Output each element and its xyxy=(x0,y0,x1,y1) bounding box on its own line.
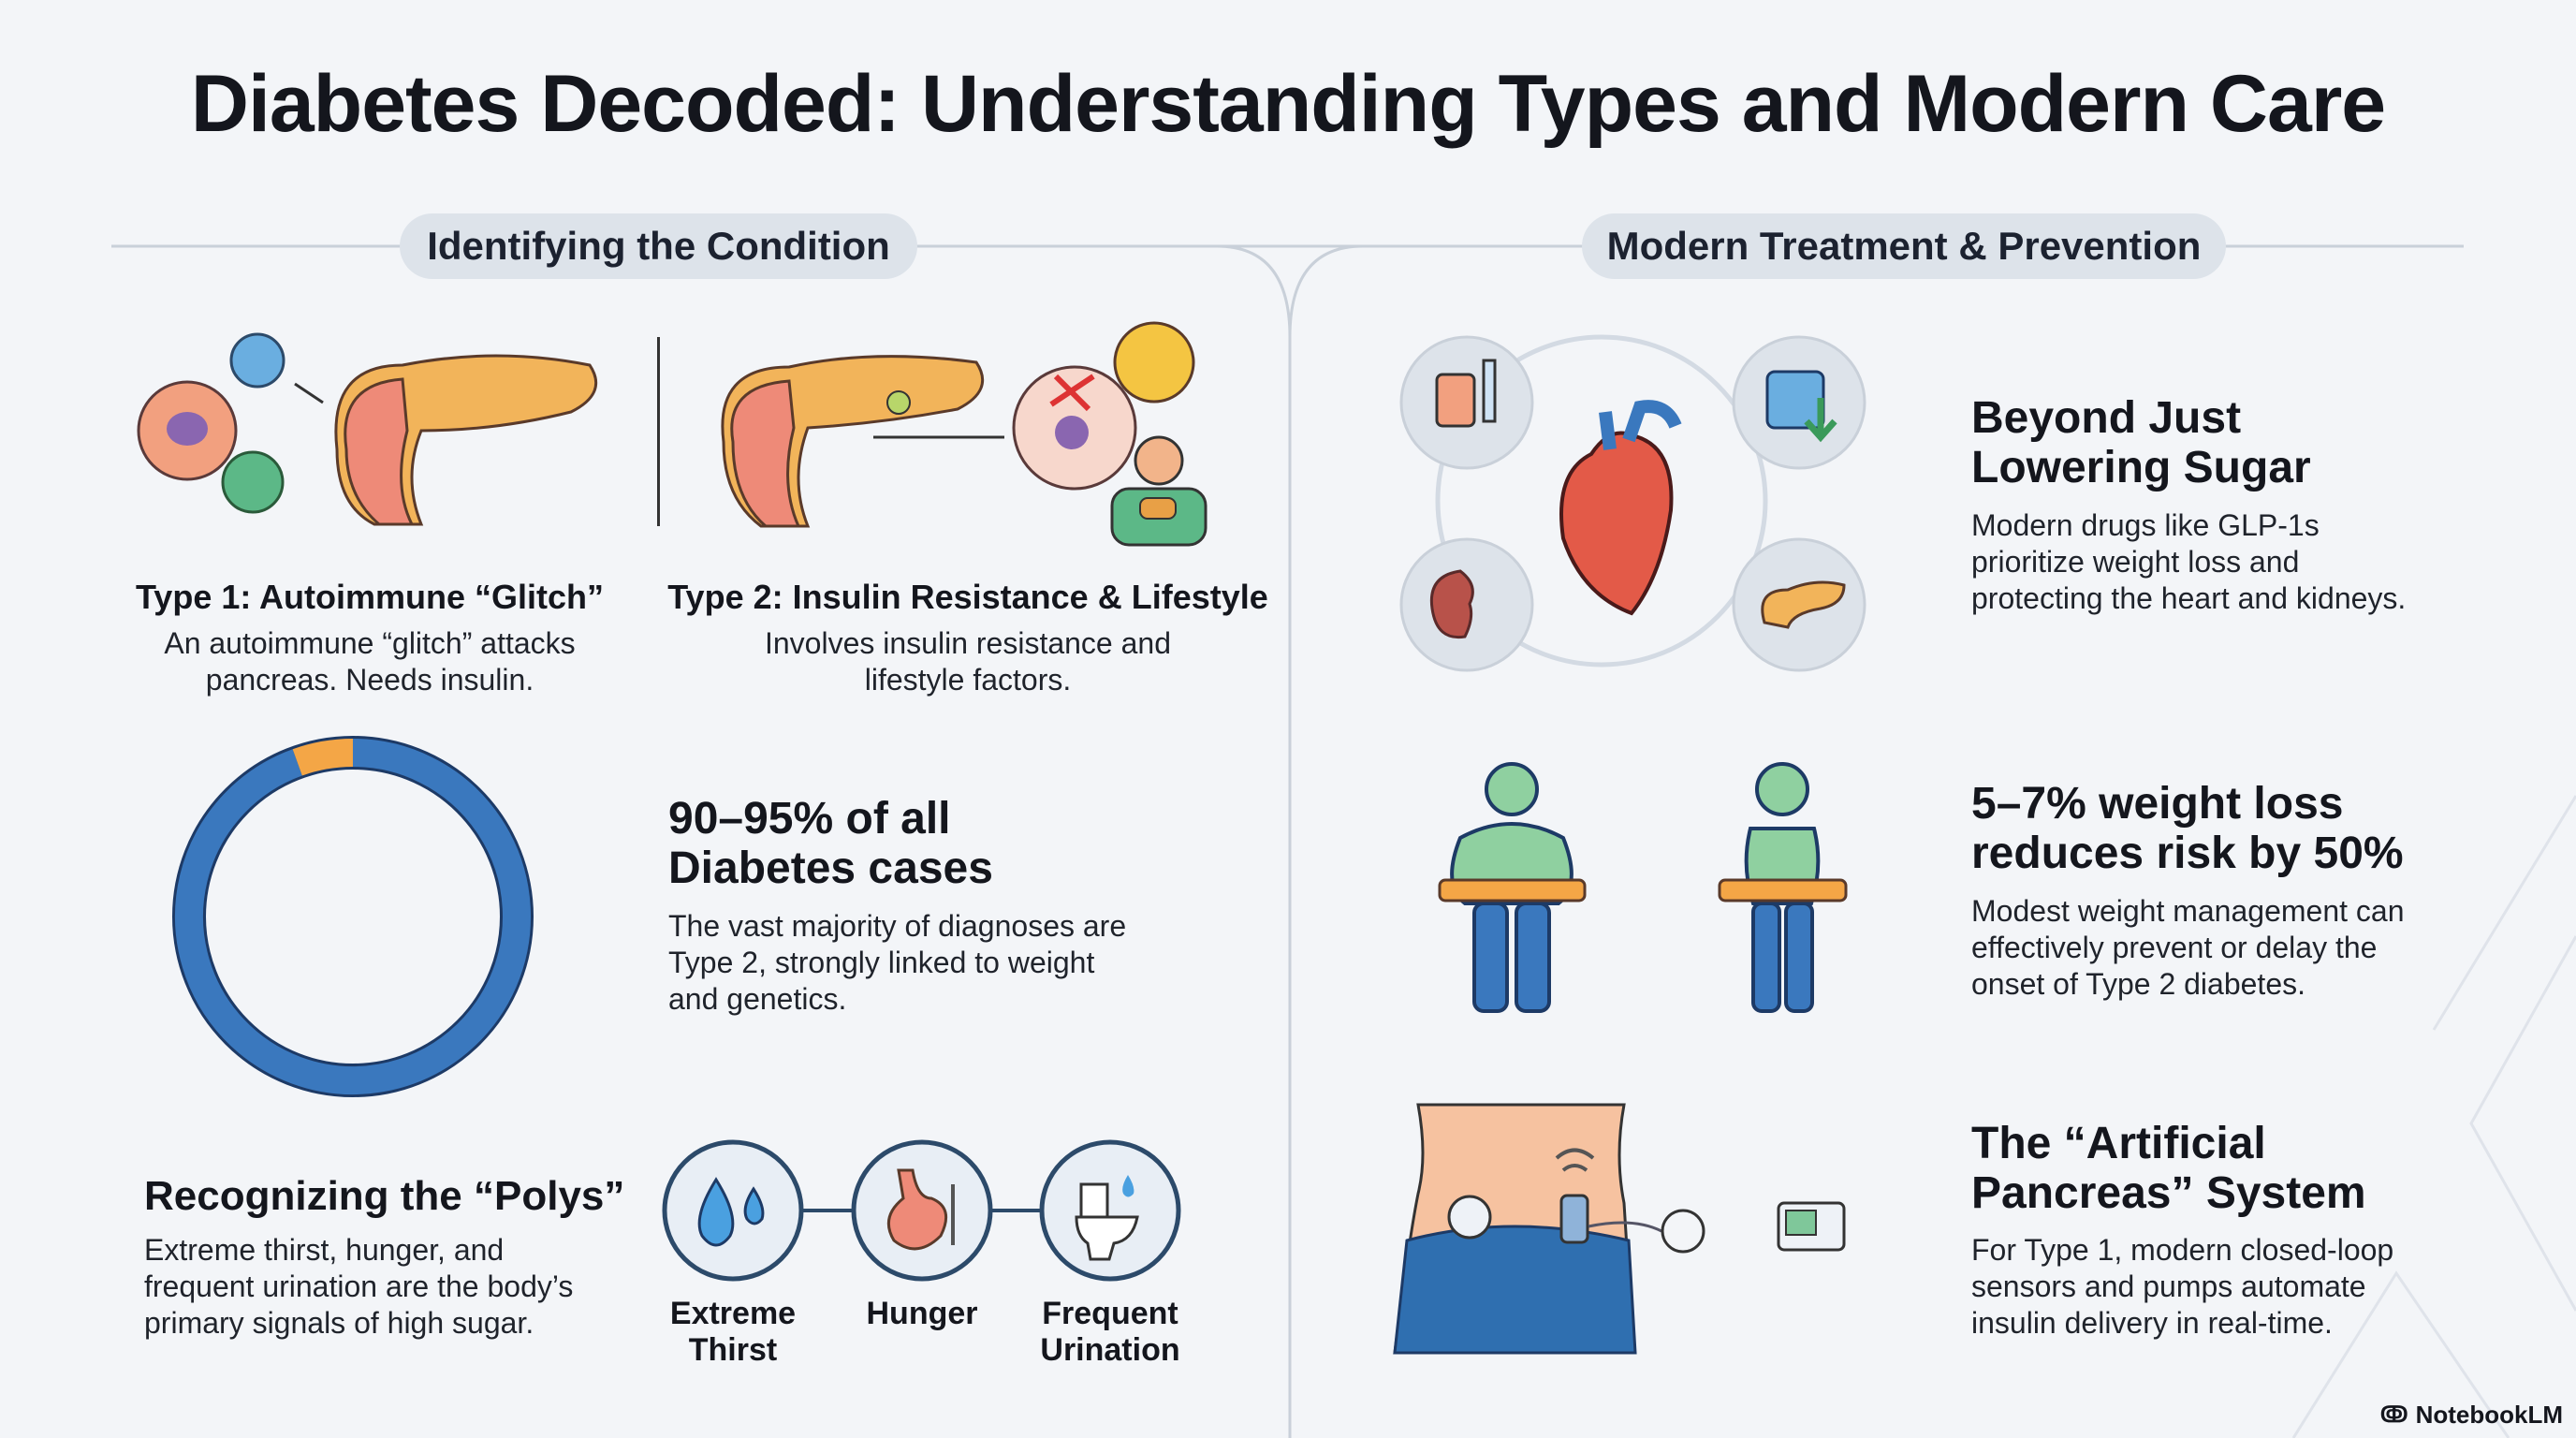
body-line: An autoimmune “glitch” attacks xyxy=(164,626,576,660)
heading-line: The “Artificial xyxy=(1971,1119,2266,1168)
pancreas-icon xyxy=(334,354,598,526)
label-line: Frequent xyxy=(1042,1296,1178,1331)
type2-title: Type 2: Insulin Resistance & Lifestyle xyxy=(667,578,1268,616)
body-line: Modest weight management can xyxy=(1971,894,2405,928)
person-before-icon xyxy=(1438,762,1587,1013)
weight-body: Modest weight management can effectively… xyxy=(1971,893,2404,1003)
body-line: Modern drugs like GLP-1s xyxy=(1971,508,2320,542)
pancreas-system-body: For Type 1, modern closed-loop sensors a… xyxy=(1971,1232,2393,1342)
heading-line: Beyond Just xyxy=(1971,393,2242,443)
body-line: For Type 1, modern closed-loop xyxy=(1971,1233,2394,1267)
sync-icon xyxy=(1661,1209,1705,1254)
notebooklm-logo-icon: ↂ xyxy=(2379,1402,2408,1428)
autoimmune-cells-pancreas-illustration xyxy=(137,332,598,526)
beyond-heading: Beyond Just Lowering Sugar xyxy=(1971,393,2311,492)
body-line: Type 2, strongly linked to weight xyxy=(668,946,1095,979)
virus-icon xyxy=(221,450,285,514)
body-line: and genetics. xyxy=(668,982,847,1016)
body-line: Involves insulin resistance and xyxy=(764,626,1171,660)
body-line: insulin delivery in real-time. xyxy=(1971,1306,2333,1340)
body-line: onset of Type 2 diabetes. xyxy=(1971,967,2305,1001)
stat-heading: 90–95% of all Diabetes cases xyxy=(668,794,993,893)
body-line: Extreme thirst, hunger, and xyxy=(144,1233,505,1267)
body-line: sensors and pumps automate xyxy=(1971,1269,2366,1303)
medication-icon xyxy=(1399,335,1534,470)
type-share-donut xyxy=(172,736,534,1097)
divider xyxy=(657,337,660,526)
weight-loss-figures xyxy=(1438,762,1848,1013)
label-line: Thirst xyxy=(688,1332,778,1368)
insulin-resistance-illustration xyxy=(721,321,1208,547)
kidney-icon xyxy=(1399,537,1534,672)
symptom-label-urination: Frequent Urination xyxy=(1017,1296,1204,1369)
body-line: protecting the heart and kidneys. xyxy=(1971,581,2407,615)
water-drops-icon xyxy=(662,1139,804,1282)
brand-badge: ↂ NotebookLM xyxy=(2380,1401,2563,1430)
body-line: pancreas. Needs insulin. xyxy=(205,663,534,697)
pancreas-system-heading: The “Artificial Pancreas” System xyxy=(1971,1119,2366,1218)
donut-segment-type1 xyxy=(292,739,354,776)
type2-body: Involves insulin resistance and lifestyl… xyxy=(659,625,1277,698)
heading-line: Diabetes cases xyxy=(668,844,993,893)
body-line: effectively prevent or delay the xyxy=(1971,931,2378,964)
artificial-pancreas-illustration xyxy=(1393,1103,1846,1355)
controller-device-icon xyxy=(1777,1201,1846,1252)
symptom-label-thirst: Extreme Thirst xyxy=(639,1296,827,1369)
immune-cell-icon xyxy=(137,380,238,481)
stomach-icon xyxy=(851,1139,993,1282)
heading-line: 5–7% weight loss xyxy=(1971,779,2344,829)
heading-line: reduces risk by 50% xyxy=(1971,829,2404,878)
organ-protection-network xyxy=(1399,334,1866,672)
toilet-icon xyxy=(1039,1139,1181,1282)
body-line: The vast majority of diagnoses are xyxy=(668,909,1127,943)
cell-icon xyxy=(1012,365,1137,491)
person-after-icon xyxy=(1718,762,1848,1013)
sugar-icon xyxy=(1113,321,1195,404)
body-line: frequent urination are the body’s xyxy=(144,1269,574,1303)
type1-body: An autoimmune “glitch” attacks pancreas.… xyxy=(122,625,618,698)
type1-title: Type 1: Autoimmune “Glitch” xyxy=(135,578,605,616)
person-eating-icon xyxy=(1110,435,1208,547)
section-pill-identifying: Identifying the Condition xyxy=(400,213,917,279)
weight-heading: 5–7% weight loss reduces risk by 50% xyxy=(1971,779,2404,878)
donut-segment-type2 xyxy=(175,739,531,1094)
virus-icon xyxy=(229,332,285,389)
page-title: Diabetes Decoded: Understanding Types an… xyxy=(190,59,2386,149)
brand-name: NotebookLM xyxy=(2415,1401,2563,1429)
body-line: prioritize weight loss and xyxy=(1971,545,2300,579)
heart-icon xyxy=(1559,400,1682,616)
symptom-label-hunger: Hunger xyxy=(866,1296,978,1331)
heading-line: Pancreas” System xyxy=(1971,1168,2366,1218)
polys-body: Extreme thirst, hunger, and frequent uri… xyxy=(144,1232,573,1342)
stat-body: The vast majority of diagnoses are Type … xyxy=(668,908,1126,1018)
body-line: lifestyle factors. xyxy=(864,663,1072,697)
torso-icon xyxy=(1393,1103,1637,1355)
scale-icon xyxy=(1732,335,1866,470)
polys-heading: Recognizing the “Polys” xyxy=(144,1173,625,1219)
body-line: primary signals of high sugar. xyxy=(144,1306,534,1340)
pancreas-icon xyxy=(721,355,985,528)
sensor-icon xyxy=(1447,1195,1492,1240)
beyond-body: Modern drugs like GLP-1s prioritize weig… xyxy=(1971,507,2406,617)
heading-line: 90–95% of all xyxy=(668,794,951,844)
label-line: Extreme xyxy=(669,1296,797,1331)
pump-icon xyxy=(1555,1148,1595,1244)
section-pill-treatment: Modern Treatment & Prevention xyxy=(1582,213,2226,279)
label-line: Urination xyxy=(1040,1332,1180,1368)
symptom-icons xyxy=(662,1139,1181,1282)
heading-line: Lowering Sugar xyxy=(1971,443,2311,492)
pancreas-icon xyxy=(1732,537,1866,672)
